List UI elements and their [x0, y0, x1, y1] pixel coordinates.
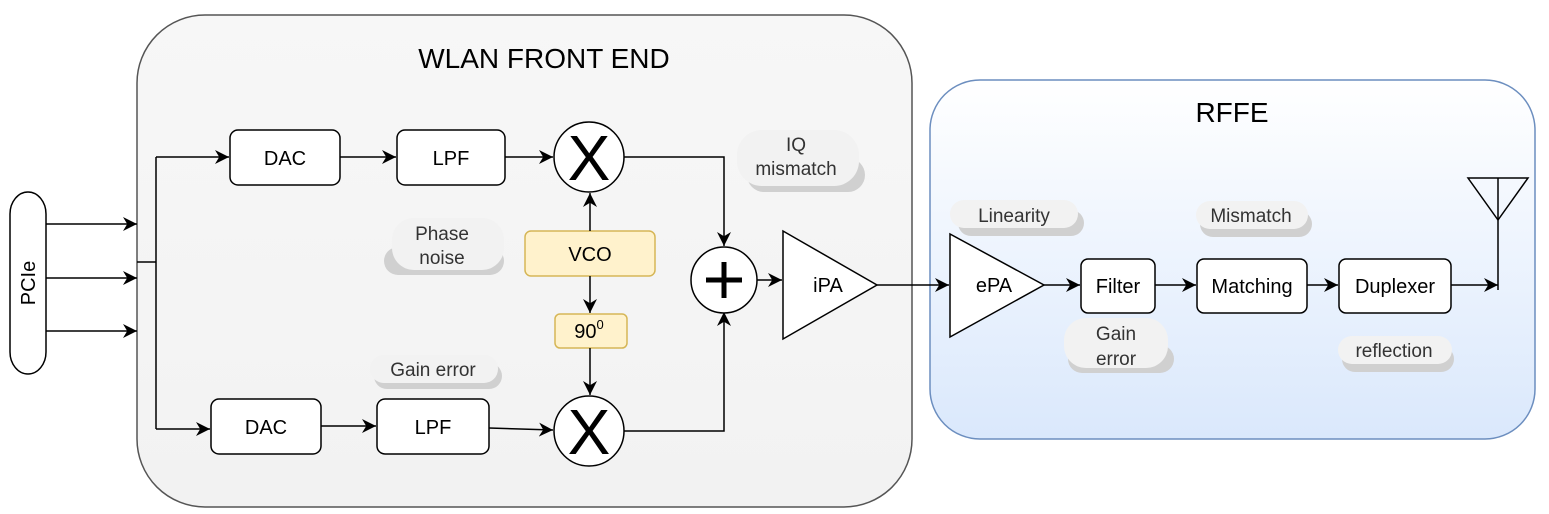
- note-reflection-label: reflection: [1355, 341, 1432, 362]
- note-phase-noise: Phase noise: [384, 218, 504, 275]
- phase-shifter-block: 900: [554, 313, 628, 349]
- mixer-bottom-to-sum: [624, 312, 731, 432]
- note-gain-rffe-line1: Gain: [1096, 324, 1136, 345]
- phase-shifter-label: 900: [574, 317, 603, 343]
- note-iq-line1: IQ: [786, 135, 806, 156]
- note-linearity: Linearity: [950, 200, 1084, 236]
- lpf-bottom-to-mixer: [488, 422, 554, 437]
- note-gain-error-rffe: Gain error: [1064, 318, 1174, 373]
- filter-label: Filter: [1096, 276, 1141, 298]
- wlan-title: WLAN FRONT END: [418, 43, 670, 74]
- note-gain-wlan-label: Gain error: [390, 360, 476, 381]
- note-gain-rffe-line2: error: [1096, 349, 1137, 370]
- dac-top: DAC: [229, 129, 341, 186]
- pcie-input: PCIe: [9, 191, 47, 375]
- dac-bottom-label: DAC: [245, 417, 287, 439]
- ipa-amplifier: iPA: [782, 229, 879, 341]
- epa-amplifier: ePA: [949, 232, 1046, 339]
- mixer-top-to-sum: [624, 156, 731, 246]
- note-gain-error-wlan: Gain error: [370, 355, 502, 389]
- duplexer-label: Duplexer: [1355, 276, 1435, 298]
- note-iq-line2: mismatch: [755, 159, 836, 180]
- note-reflection: reflection: [1338, 336, 1454, 372]
- phase-shifter-base: 90: [574, 321, 596, 343]
- pcie-label: PCIe: [18, 261, 40, 305]
- note-mismatch: Mismatch: [1196, 201, 1312, 237]
- note-mismatch-label: Mismatch: [1210, 206, 1291, 227]
- phase-shifter-sup: 0: [597, 317, 604, 332]
- note-phase-line1: Phase: [415, 224, 469, 245]
- note-iq-mismatch: IQ mismatch: [737, 130, 865, 192]
- vco-label: VCO: [568, 244, 611, 266]
- rffe-title: RFFE: [1195, 97, 1268, 128]
- vco-block: VCO: [524, 230, 656, 277]
- duplexer-block: Duplexer: [1338, 258, 1452, 314]
- mixer-top: X: [553, 121, 625, 194]
- epa-label: ePA: [976, 275, 1013, 297]
- dac-bottom: DAC: [210, 398, 322, 455]
- lpf-top-label: LPF: [433, 148, 470, 170]
- mixer-bottom-symbol: X: [568, 396, 611, 468]
- ipa-label: iPA: [813, 275, 843, 297]
- pcie-lanes: [46, 150, 229, 436]
- antenna-icon: [1466, 177, 1530, 290]
- dac-top-label: DAC: [264, 148, 306, 170]
- matching-block: Matching: [1196, 258, 1308, 314]
- filter-block: Filter: [1080, 258, 1156, 314]
- summing-junction: [690, 246, 758, 314]
- mixer-top-symbol: X: [568, 122, 611, 194]
- lpf-bottom: LPF: [376, 398, 490, 455]
- note-linearity-label: Linearity: [978, 206, 1050, 227]
- note-phase-line2: noise: [419, 248, 464, 269]
- lpf-bottom-label: LPF: [415, 417, 452, 439]
- lpf-top: LPF: [396, 129, 506, 186]
- matching-label: Matching: [1211, 276, 1292, 298]
- mixer-bottom: X: [553, 395, 625, 468]
